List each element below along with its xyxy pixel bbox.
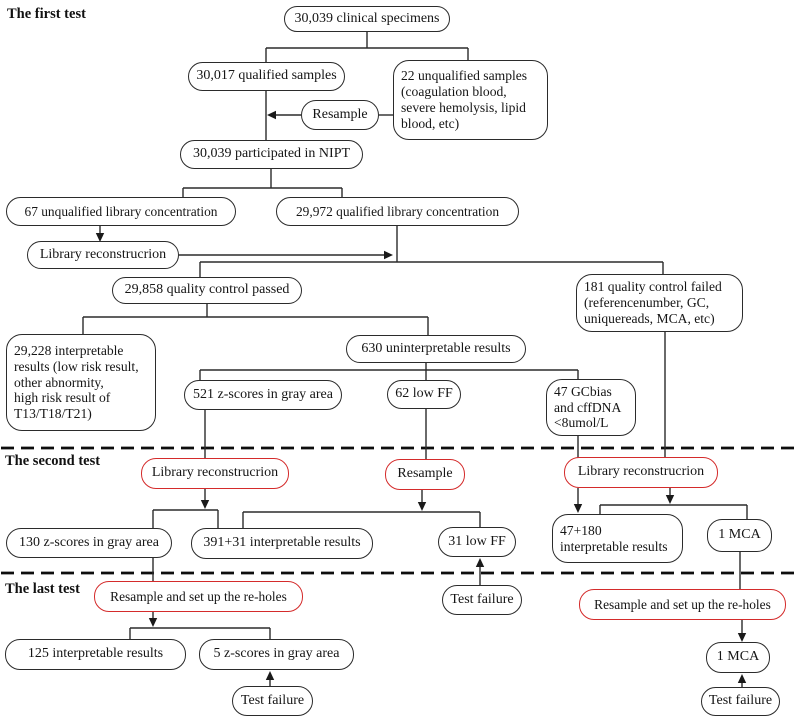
node-library-reconstruction-first: Library reconstrucrion (27, 241, 179, 269)
node-test-failure-last-left: Test failure (232, 686, 313, 716)
flow-lines-first-test (82, 32, 666, 460)
node-quality-control-passed: 29,858 quality control passed (112, 277, 302, 304)
node-quality-control-failed: 181 quality control failed (referencenum… (576, 274, 743, 332)
node-participated-nipt: 30,039 participated in NIPT (180, 140, 363, 169)
node-resample-first: Resample (301, 100, 379, 130)
node-library-reconstruction-second-right: Library reconstrucrion (564, 457, 718, 488)
node-unqualified-samples: 22 unqualified samples (coagulation bloo… (393, 60, 548, 140)
node-zscores-521: 521 z-scores in gray area (184, 380, 342, 410)
node-interpretable-125: 125 interpretable results (5, 639, 186, 670)
arrowheads (95, 110, 747, 683)
node-zscores-5: 5 z-scores in gray area (199, 639, 354, 670)
node-low-ff-31: 31 low FF (438, 527, 516, 557)
node-clinical-specimens: 30,039 clinical specimens (284, 6, 450, 32)
node-interpretable-391-31: 391+31 interpretable results (191, 528, 373, 559)
node-qualified-library-concentration: 29,972 qualified library concentration (276, 197, 519, 226)
node-low-ff-62: 62 low FF (387, 380, 461, 409)
node-unqualified-library-concentration: 67 unqualified library concentration (6, 197, 236, 226)
flow-lines-second-test (152, 488, 748, 590)
node-test-failure-second: Test failure (442, 585, 522, 615)
node-library-reconstruction-second-left: Library reconstrucrion (141, 458, 289, 489)
node-zscores-130: 130 z-scores in gray area (6, 528, 172, 558)
stage-label-second-test: The second test (5, 453, 101, 469)
node-uninterpretable-630: 630 uninterpretable results (346, 335, 526, 363)
node-interpretable-47-180: 47+180 interpretable results (552, 514, 683, 563)
node-qualified-samples: 30,017 qualified samples (188, 62, 345, 91)
node-gcbias-cffdna-47: 47 GCbias and cffDNA <8umol/L (546, 379, 636, 436)
node-resample-reholes-left: Resample and set up the re-holes (94, 581, 303, 612)
node-interpretable-29228: 29,228 interpretable results (low risk r… (6, 334, 156, 431)
stage-label-first-test: The first test (7, 6, 86, 22)
node-resample-second: Resample (385, 459, 465, 490)
node-mca-second: 1 MCA (707, 519, 772, 552)
node-test-failure-last-right: Test failure (701, 687, 780, 716)
stage-label-last-test: The last test (5, 581, 80, 597)
node-resample-reholes-right: Resample and set up the re-holes (579, 589, 786, 620)
node-mca-last: 1 MCA (706, 642, 770, 673)
